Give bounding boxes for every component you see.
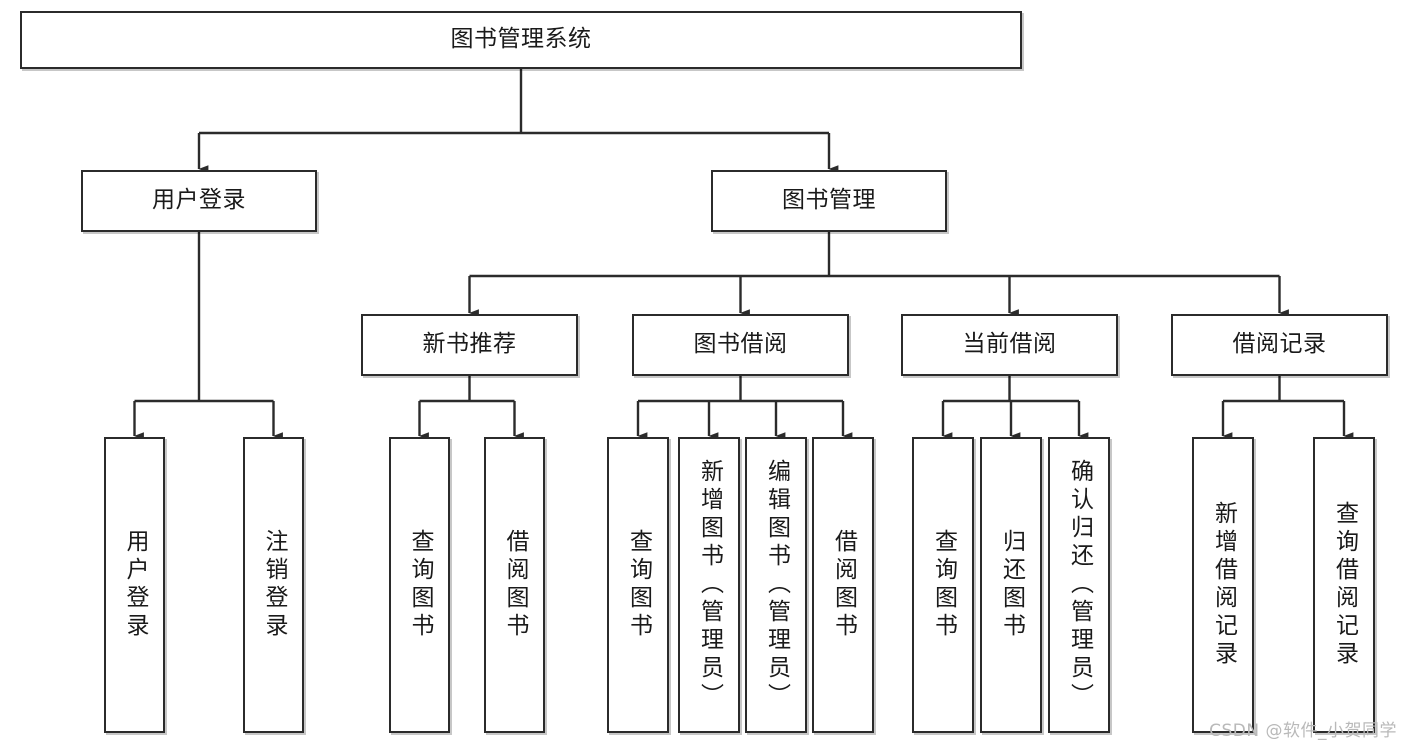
node-label: 图书管理系统 [450, 26, 592, 53]
node-newbook[interactable]: 新书推荐 [361, 314, 578, 376]
node-label: 查询图书 [930, 529, 957, 641]
node-leaf-cur-1[interactable]: 查询图书 [912, 437, 974, 733]
node-label: 确认归还（管理员） [1066, 459, 1093, 711]
node-label: 借阅记录 [1232, 331, 1327, 358]
watermark-text: CSDN @软件_小贺同学 [1209, 721, 1397, 741]
node-label: 编辑图书（管理员） [763, 459, 790, 711]
node-login[interactable]: 用户登录 [81, 170, 317, 232]
node-label: 借阅图书 [830, 529, 857, 641]
node-label: 新增图书（管理员） [696, 459, 723, 711]
node-leaf-login-1[interactable]: 用户登录 [104, 437, 165, 733]
connector-edges [133, 69, 1354, 440]
node-leaf-borrow-3[interactable]: 编辑图书（管理员） [745, 437, 807, 733]
node-label: 图书管理 [782, 187, 876, 214]
node-leaf-rec-2[interactable]: 查询借阅记录 [1313, 437, 1375, 733]
node-leaf-new-2[interactable]: 借阅图书 [484, 437, 545, 733]
node-label: 查询借阅记录 [1331, 501, 1358, 669]
node-label: 用户登录 [152, 187, 246, 214]
node-leaf-cur-3[interactable]: 确认归还（管理员） [1048, 437, 1110, 733]
node-leaf-rec-1[interactable]: 新增借阅记录 [1192, 437, 1254, 733]
node-label: 借阅图书 [502, 529, 528, 641]
node-label: 归还图书 [998, 529, 1025, 641]
node-label: 图书借阅 [693, 331, 788, 358]
node-leaf-cur-2[interactable]: 归还图书 [980, 437, 1042, 733]
node-label: 用户登录 [122, 529, 148, 641]
node-bookmgmt[interactable]: 图书管理 [711, 170, 947, 232]
node-leaf-borrow-4[interactable]: 借阅图书 [812, 437, 874, 733]
node-label: 查询图书 [407, 529, 433, 641]
node-label: 当前借阅 [962, 331, 1057, 358]
node-leaf-borrow-2[interactable]: 新增图书（管理员） [678, 437, 740, 733]
node-root[interactable]: 图书管理系统 [20, 11, 1022, 69]
node-label: 注销登录 [261, 529, 287, 641]
node-records[interactable]: 借阅记录 [1171, 314, 1388, 376]
node-label: 新书推荐 [422, 331, 517, 358]
node-label: 查询图书 [625, 529, 652, 641]
node-current[interactable]: 当前借阅 [901, 314, 1118, 376]
node-borrow[interactable]: 图书借阅 [632, 314, 849, 376]
node-leaf-login-2[interactable]: 注销登录 [243, 437, 304, 733]
node-leaf-new-1[interactable]: 查询图书 [389, 437, 450, 733]
node-label: 新增借阅记录 [1210, 501, 1237, 669]
node-leaf-borrow-1[interactable]: 查询图书 [607, 437, 669, 733]
